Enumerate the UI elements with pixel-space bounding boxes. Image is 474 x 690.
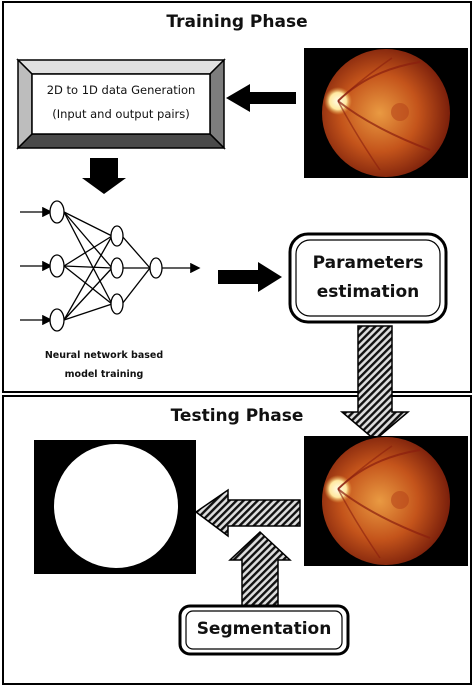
arrow-network-to-parameters	[218, 262, 282, 292]
generation-box	[16, 58, 226, 150]
network-caption: Neural network based model training	[24, 346, 184, 384]
testing-panel	[2, 395, 472, 685]
arrow-parameters-to-testing	[339, 325, 411, 441]
generation-box-text: 2D to 1D data Generation (Input and outp…	[32, 78, 210, 126]
network-caption-line-2: model training	[64, 369, 144, 380]
arrow-segmentation-up	[228, 530, 292, 607]
parameters-line-2: estimation	[316, 282, 420, 302]
generation-line-1: 2D to 1D data Generation	[46, 83, 196, 97]
arrow-fundus-to-mask	[194, 488, 301, 538]
parameters-box-text: Parameters estimation	[296, 249, 440, 307]
arrow-generation-to-network	[82, 158, 126, 194]
testing-phase-title: Testing Phase	[170, 406, 304, 426]
training-phase-title: Training Phase	[166, 12, 308, 32]
segmentation-label: Segmentation	[196, 619, 332, 639]
generation-line-2: (Input and output pairs)	[52, 107, 190, 121]
segmentation-box-inner	[185, 610, 343, 650]
neural-network	[20, 200, 201, 332]
parameters-box-inner	[295, 239, 441, 317]
fundus-image-training	[304, 48, 468, 178]
training-panel	[2, 1, 472, 393]
fundus-image-testing	[304, 436, 468, 566]
segmentation-box-outer	[178, 604, 350, 656]
arrow-fundus-to-generation	[226, 84, 296, 112]
parameters-box-outer	[288, 232, 448, 324]
parameters-line-1: Parameters	[312, 253, 424, 273]
network-caption-line-1: Neural network based	[44, 350, 164, 361]
segmentation-mask-image	[34, 440, 196, 574]
